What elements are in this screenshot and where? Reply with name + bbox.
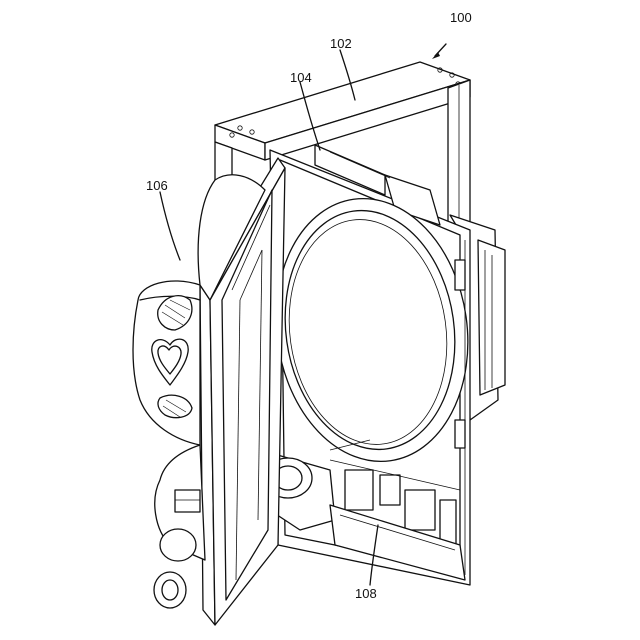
ref-106-label: 106 [146,178,168,193]
ref-102-label: 102 [330,36,352,51]
front-door [133,158,285,625]
ref-100-label: 100 [450,10,472,25]
ref-108-label: 108 [355,586,377,601]
ref-104-label: 104 [290,70,312,85]
